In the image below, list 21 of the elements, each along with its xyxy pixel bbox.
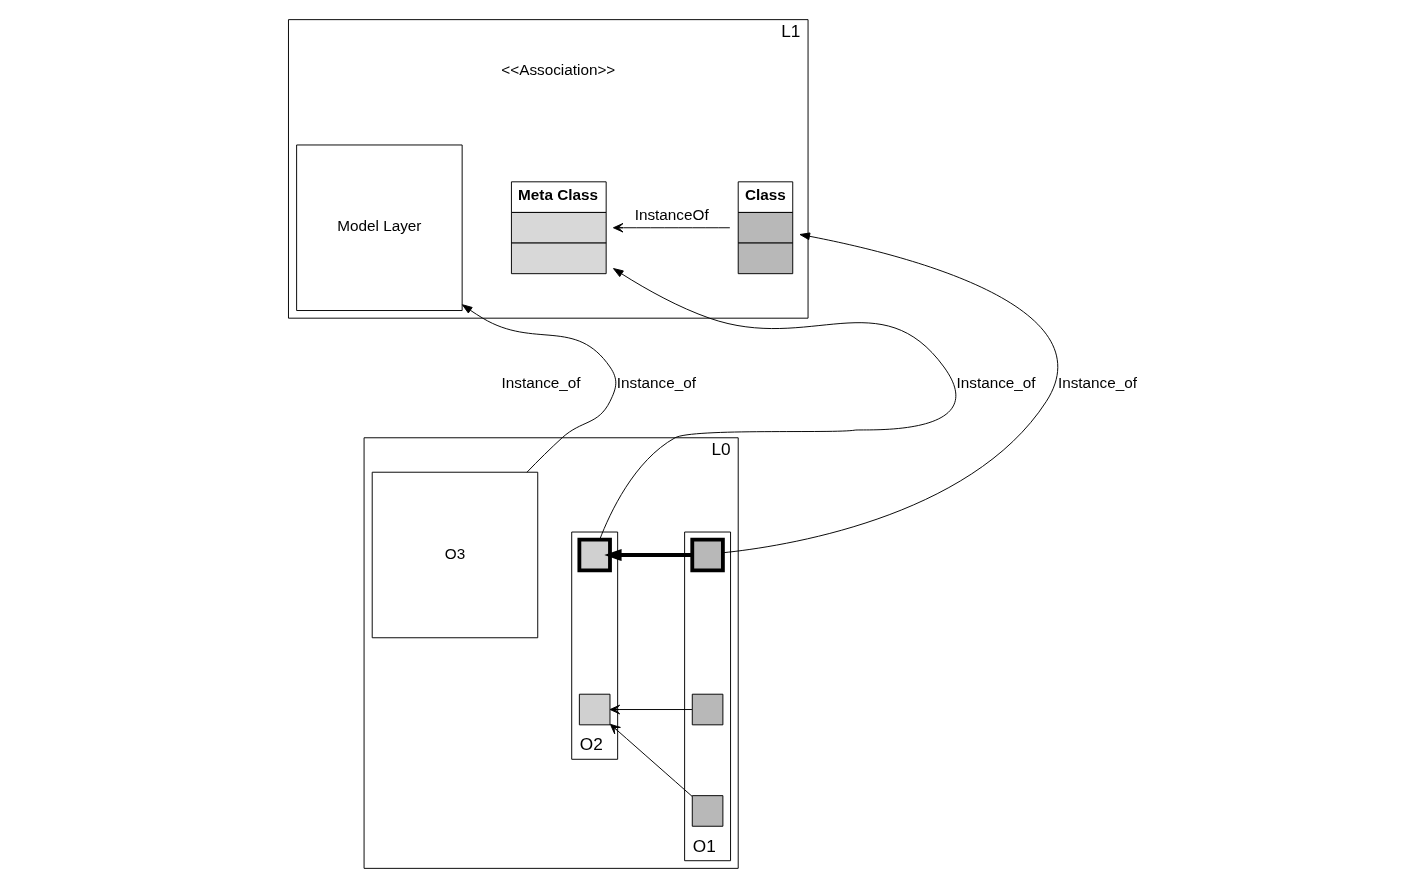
edge-label: Instance_of bbox=[1057, 373, 1138, 391]
arrow bbox=[722, 232, 1058, 554]
edge-label: InstanceOf bbox=[634, 205, 709, 223]
node-box bbox=[691, 795, 724, 827]
arrow bbox=[604, 548, 692, 562]
node-box bbox=[690, 537, 725, 573]
node-box: O3 bbox=[371, 471, 539, 639]
node-box bbox=[691, 693, 724, 726]
arrow bbox=[609, 723, 693, 797]
label: Instance_of bbox=[501, 373, 581, 391]
arrow bbox=[609, 704, 693, 715]
node-box bbox=[577, 537, 612, 573]
arrow bbox=[461, 304, 617, 473]
edge-label: Instance_of bbox=[616, 373, 696, 391]
node-box: Model Layer bbox=[296, 144, 463, 311]
cluster: O1 bbox=[684, 531, 732, 862]
arrow bbox=[612, 222, 731, 233]
arrow bbox=[599, 268, 957, 540]
label: <<Association>> bbox=[501, 60, 616, 78]
node-box bbox=[578, 693, 611, 726]
edge-label: Instance_of bbox=[956, 373, 1036, 391]
